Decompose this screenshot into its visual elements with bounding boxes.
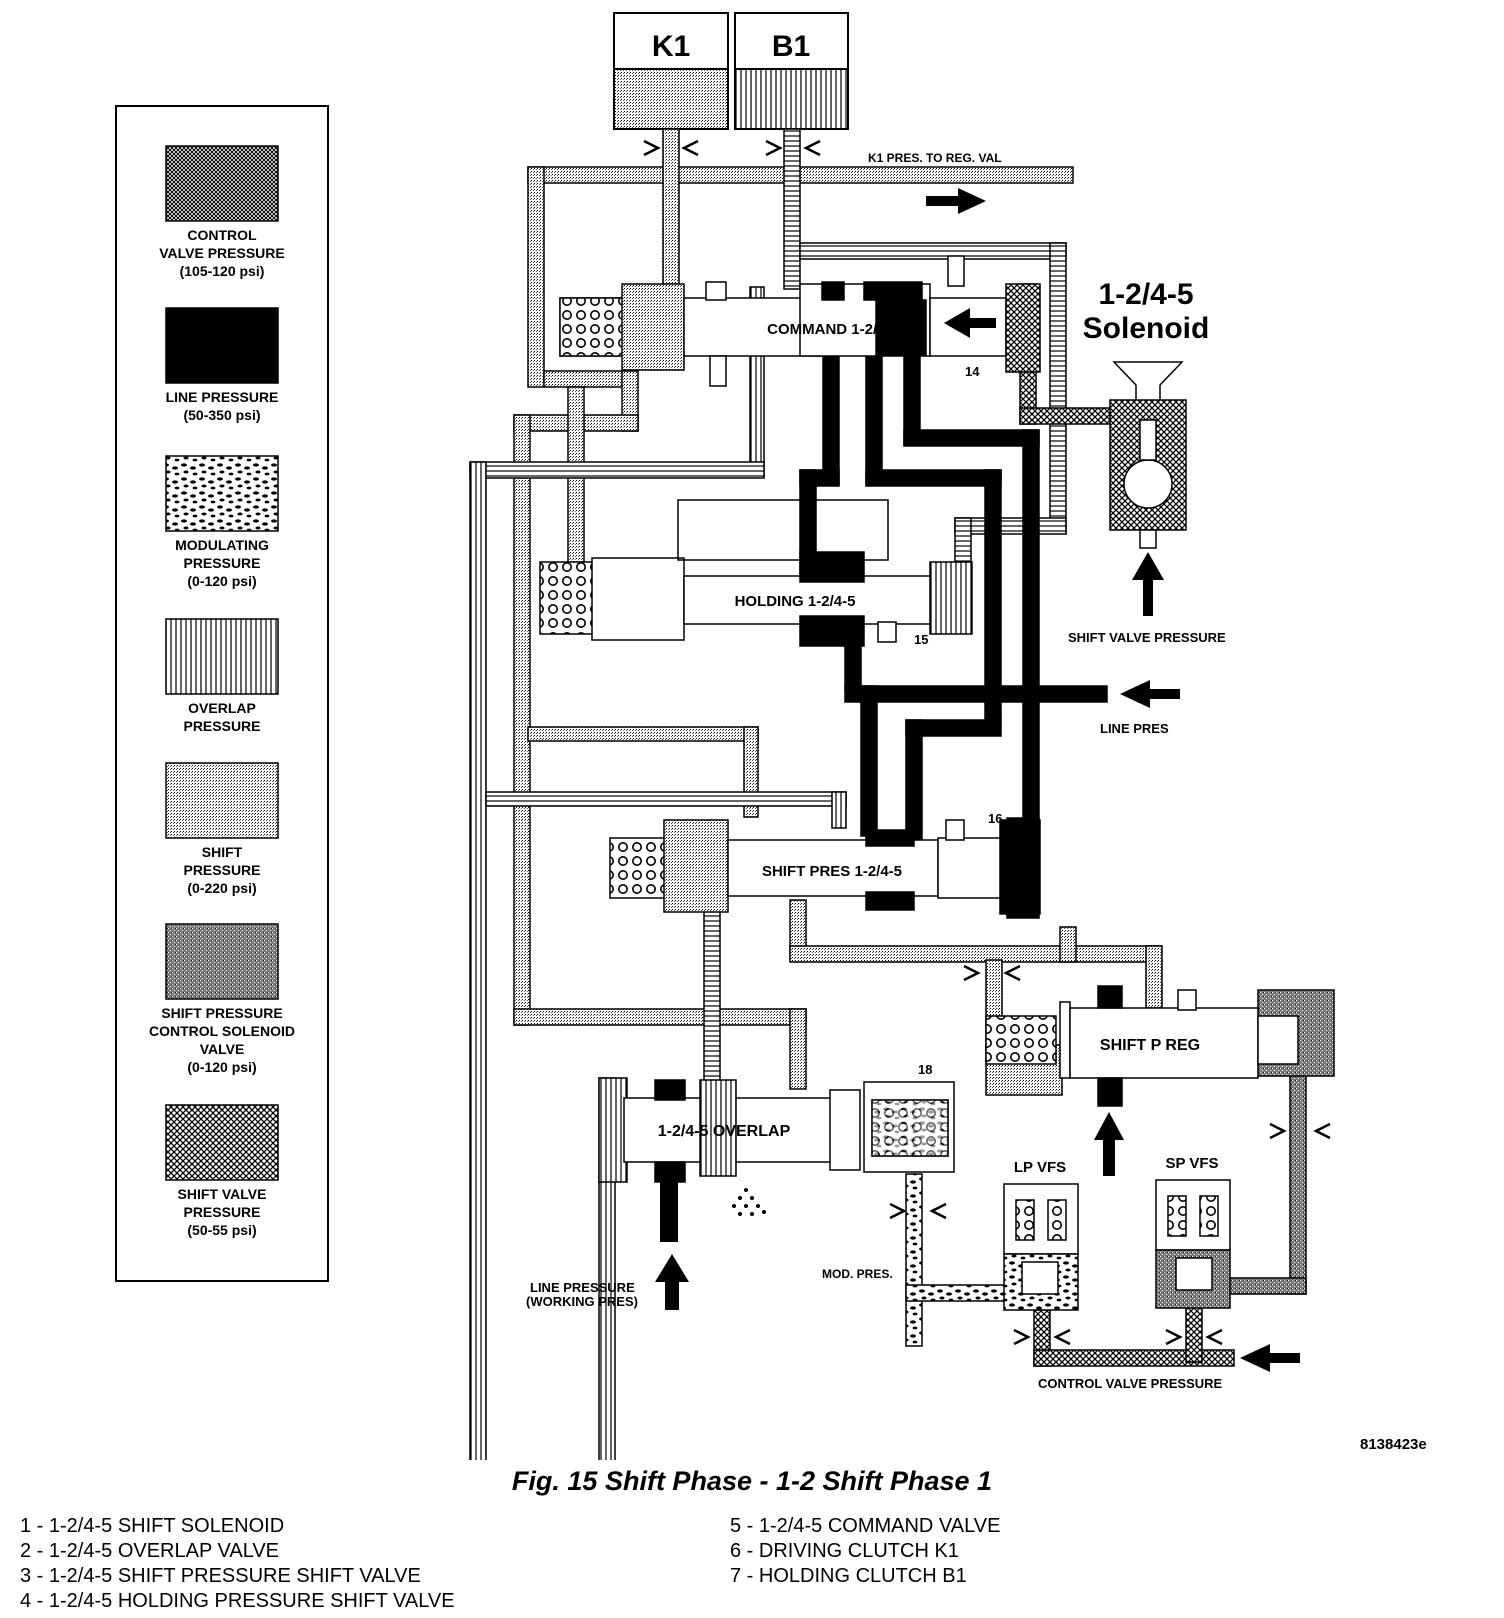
lp-vfs-label: LP VFS [1014, 1159, 1066, 1176]
shift-valve-pressure-label: SHIFT VALVE PRESSURE [1068, 630, 1226, 645]
part-item: 5 - 1-2/4-5 COMMAND VALVE [730, 1515, 1001, 1537]
legend-swatch-svp [165, 1104, 279, 1181]
arrow-right-k1-pres [926, 188, 986, 214]
holding-valve-label: HOLDING 1-2/4-5 [735, 593, 856, 610]
shift-solenoid: 1-2/4-5 Solenoid [1083, 278, 1210, 549]
shift-pres-valve: SHIFT PRES 1-2/4-5 16 [609, 811, 1041, 915]
legend-swatch-control [165, 145, 279, 222]
arrow-up-line-pressure [655, 1254, 689, 1310]
diagram-labels: K1 PRES. TO REG. VAL SHIFT VALVE PRESSUR… [526, 151, 1226, 1391]
legend-label-line: LINE PRESSURE(50-350 psi) [166, 389, 279, 423]
arrow-up-shift-valve-pressure [1132, 552, 1164, 616]
overlap-valve: 1-2/4-5 OVERLAP 18 [598, 1062, 955, 1183]
solenoid-label-1: 1-2/4-5 [1098, 278, 1193, 311]
legend-swatch-line [165, 307, 279, 384]
holding-valve: HOLDING 1-2/4-5 15 [539, 499, 973, 647]
solenoid-label-2: Solenoid [1083, 312, 1210, 345]
k1-pres-label: K1 PRES. TO REG. VAL [868, 151, 1002, 165]
part-item: 2 - 1-2/4-5 OVERLAP VALVE [20, 1540, 280, 1562]
orifices [643, 139, 1331, 1346]
figure-caption: Fig. 15 Shift Phase - 1-2 Shift Phase 1 [511, 1466, 993, 1496]
arrows [655, 188, 1300, 1372]
parts-list-left: 1 - 1-2/4-5 SHIFT SOLENOID 2 - 1-2/4-5 O… [20, 1514, 455, 1614]
line-pressure-label-2: (WORKING PRES) [526, 1294, 638, 1309]
clutch-k1-label: K1 [652, 30, 690, 63]
line-pres-label: LINE PRES [1100, 721, 1169, 736]
legend-swatch-spcs [165, 923, 279, 1000]
shift-p-reg-valve: SHIFT P REG [985, 985, 1299, 1107]
line-pressure-label-1: LINE PRESSURE [530, 1280, 635, 1295]
shift-p-reg-label: SHIFT P REG [1100, 1037, 1200, 1054]
clutch-b1-label: B1 [772, 30, 810, 63]
legend-swatch-shift [165, 762, 279, 839]
sp-vfs-label: SP VFS [1165, 1155, 1218, 1172]
callout-16: 16 [988, 811, 1002, 826]
clutch-b1: B1 [734, 12, 849, 130]
overlap-valve-label: 1-2/4-5 OVERLAP [658, 1123, 791, 1140]
part-item: 3 - 1-2/4-5 SHIFT PRESSURE SHIFT VALVE [20, 1565, 421, 1587]
arrow-left-command [944, 308, 996, 338]
legend-swatch-modulating [165, 455, 279, 532]
mod-pres-label: MOD. PRES. [822, 1267, 893, 1281]
command-valve-label: COMMAND 1-2/4-5 [767, 321, 899, 338]
lp-vfs: LP VFS [1003, 1159, 1079, 1311]
sp-vfs: SP VFS [1155, 1155, 1231, 1309]
part-item: 7 - HOLDING CLUTCH B1 [730, 1565, 967, 1587]
clutch-k1: K1 [613, 12, 729, 130]
callout-18: 18 [918, 1062, 932, 1077]
callout-15: 15 [914, 632, 928, 647]
part-item: 4 - 1-2/4-5 HOLDING PRESSURE SHIFT VALVE [20, 1590, 455, 1612]
figure-id: 8138423e [1360, 1436, 1427, 1453]
legend-swatch-overlap [165, 618, 279, 695]
exhaust-spray [732, 1188, 766, 1216]
part-item: 1 - 1-2/4-5 SHIFT SOLENOID [20, 1515, 285, 1537]
shift-pres-valve-label: SHIFT PRES 1-2/4-5 [762, 863, 902, 880]
passages [469, 128, 1335, 1460]
arrow-left-control-valve [1240, 1344, 1300, 1372]
command-valve: COMMAND 1-2/4-5 14 [559, 255, 1041, 387]
control-valve-pressure-label: CONTROL VALVE PRESSURE [1038, 1376, 1223, 1391]
parts-list-right: 5 - 1-2/4-5 COMMAND VALVE 6 - DRIVING CL… [730, 1514, 1000, 1589]
callout-14: 14 [965, 364, 980, 379]
part-item: 6 - DRIVING CLUTCH K1 [730, 1540, 959, 1562]
arrow-up-shift-p-reg [1094, 1112, 1124, 1176]
arrow-left-line-pres [1120, 680, 1180, 708]
